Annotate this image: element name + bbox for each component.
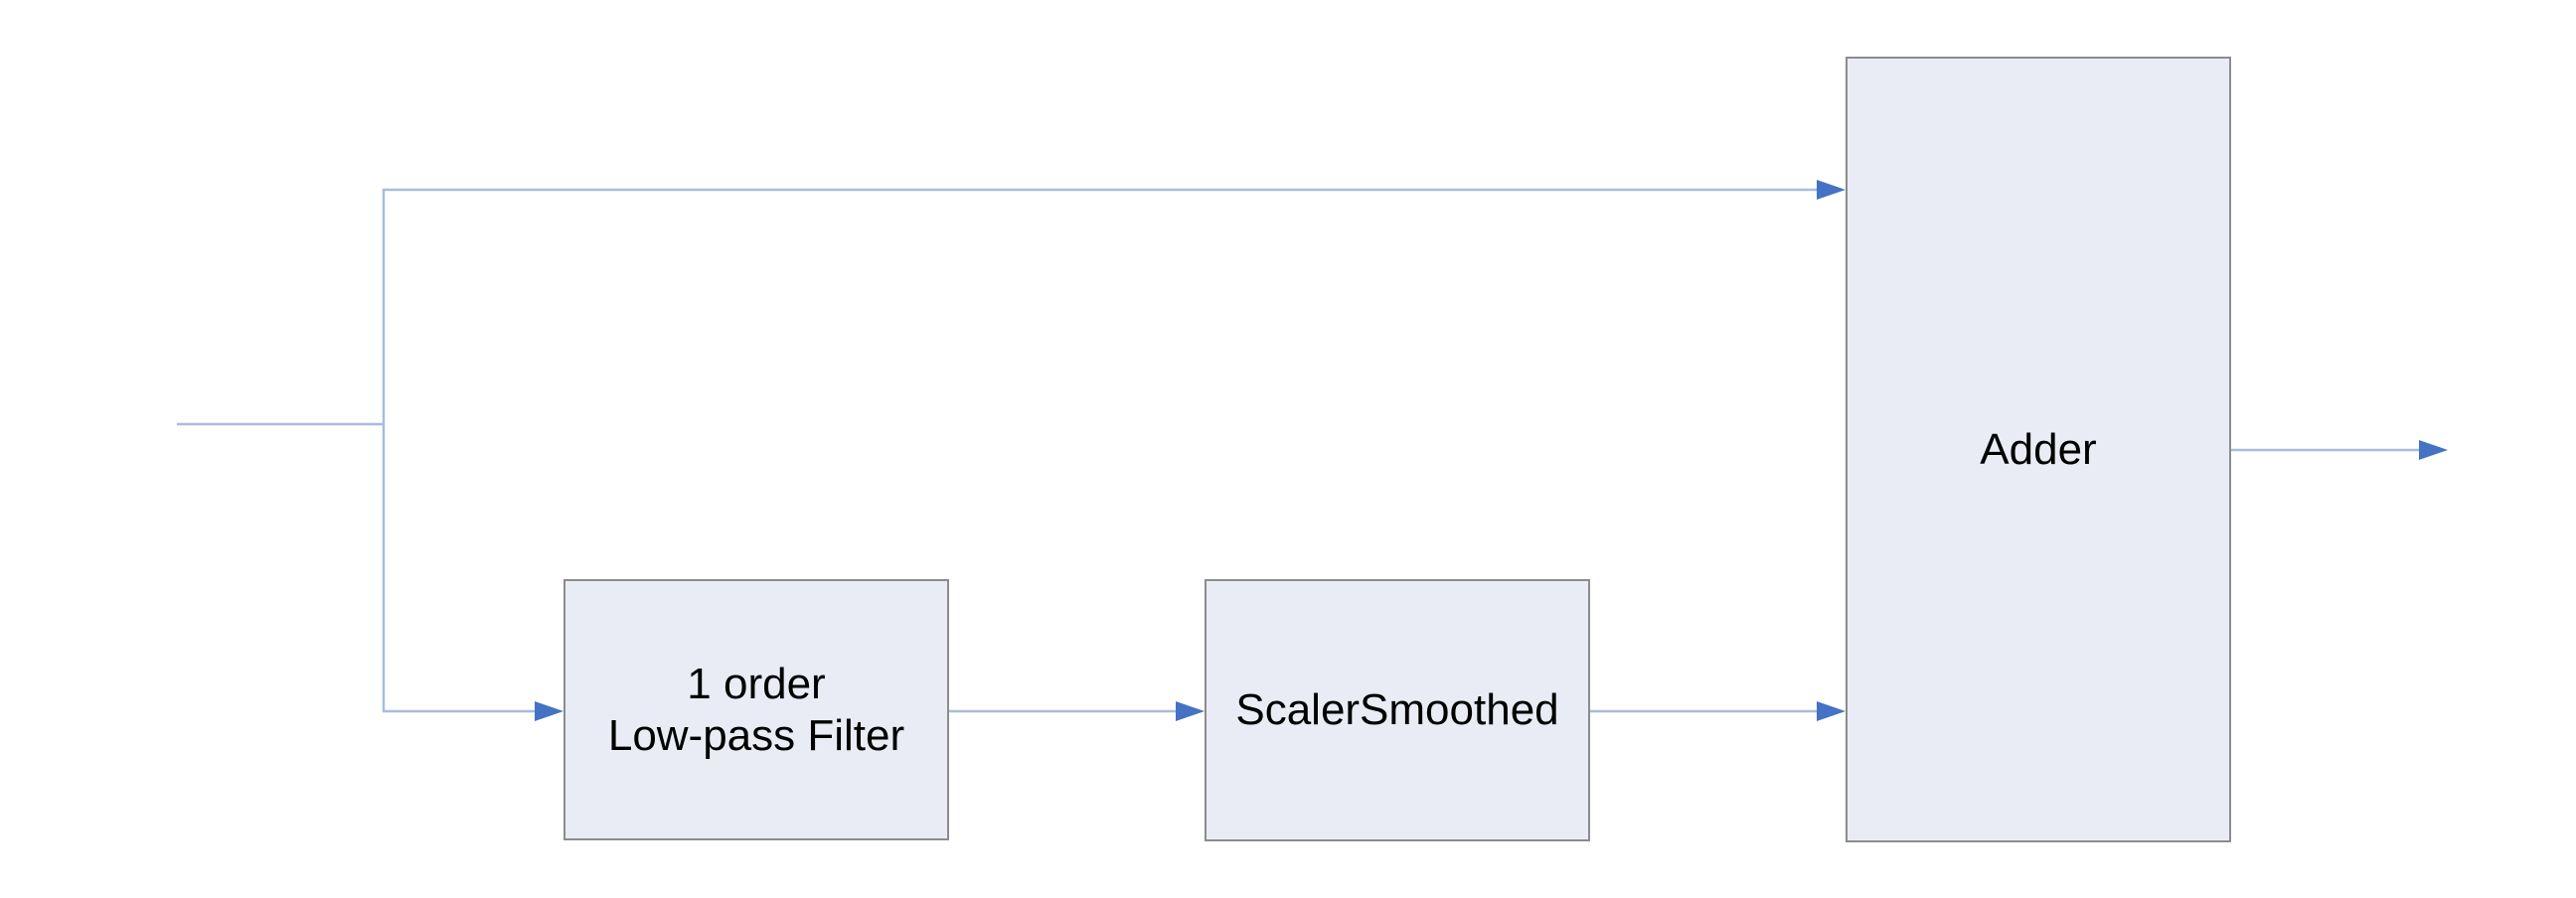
connector-branch-top [382,188,1817,424]
arrowhead-output-icon [2419,440,2448,460]
node-scaler-smoothed-label: ScalerSmoothed [1235,685,1559,735]
arrowhead-bottom-into-adder-icon [1817,701,1846,721]
arrowhead-into-scaler-icon [1176,701,1205,721]
node-adder: Adder [1846,57,2231,842]
arrowhead-into-lowpass-icon [535,701,564,721]
node-lowpass-filter-label-line1: 1 order [687,659,826,708]
connector-branch-bottom [382,424,535,713]
node-lowpass-filter-label-line2: Low-pass Filter [607,710,905,760]
node-adder-label: Adder [1980,424,2097,474]
node-scaler-smoothed: ScalerSmoothed [1205,579,1590,841]
node-lowpass-filter: 1 order Low-pass Filter [564,579,949,840]
arrowhead-top-into-adder-icon [1817,180,1846,200]
